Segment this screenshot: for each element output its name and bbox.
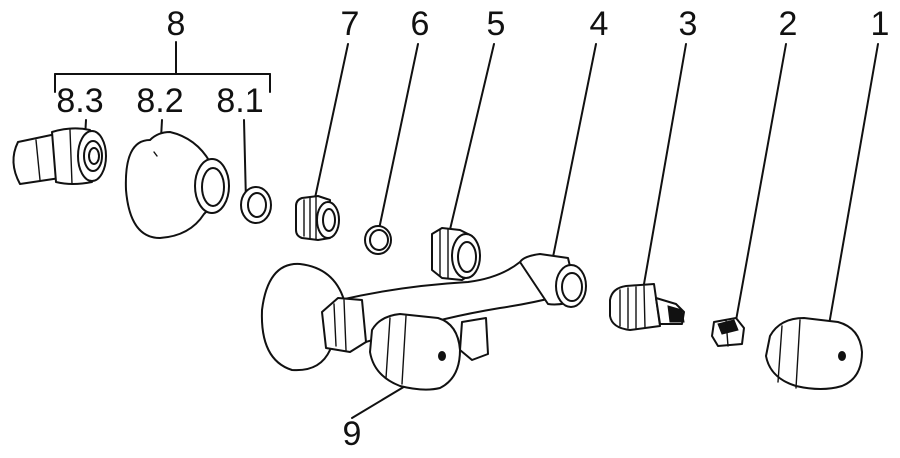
handle-9-dot [438, 351, 446, 361]
callout-7: 7 [341, 5, 360, 43]
callout-2: 2 [779, 5, 798, 43]
group-8-bracket [54, 41, 271, 93]
part-5-union-nut [431, 227, 481, 281]
leader-7 [311, 43, 349, 213]
part-7-threaded-insert [295, 195, 340, 241]
callout-8: 8 [167, 5, 186, 43]
part-9-handle [369, 313, 461, 391]
part-8-3-connector [12, 127, 107, 185]
part-1-handle [765, 317, 863, 390]
part-8-2-rosette [124, 131, 230, 239]
callout-6: 6 [411, 5, 430, 43]
leader-3 [643, 43, 687, 285]
callout-8-3: 8.3 [56, 82, 103, 120]
leader-1 [825, 43, 879, 343]
leader-5 [447, 43, 495, 239]
callout-4: 4 [590, 5, 609, 43]
callout-8-1: 8.1 [216, 82, 263, 120]
part-3-headpart [609, 283, 685, 331]
callout-3: 3 [679, 5, 698, 43]
callout-8-2: 8.2 [136, 82, 183, 120]
callout-9: 9 [343, 415, 362, 453]
leader-2 [734, 43, 787, 327]
leader-lines [83, 43, 879, 419]
leader-8-1 [243, 119, 247, 203]
part-6-o-ring [364, 225, 392, 255]
callout-1: 1 [871, 5, 890, 43]
handle-1-dot [838, 351, 846, 361]
leader-6 [377, 43, 419, 235]
part-2-spline-adapter [711, 317, 745, 347]
part-8-1-washer [240, 186, 272, 224]
leader-4 [551, 43, 597, 263]
callout-5: 5 [487, 5, 506, 43]
